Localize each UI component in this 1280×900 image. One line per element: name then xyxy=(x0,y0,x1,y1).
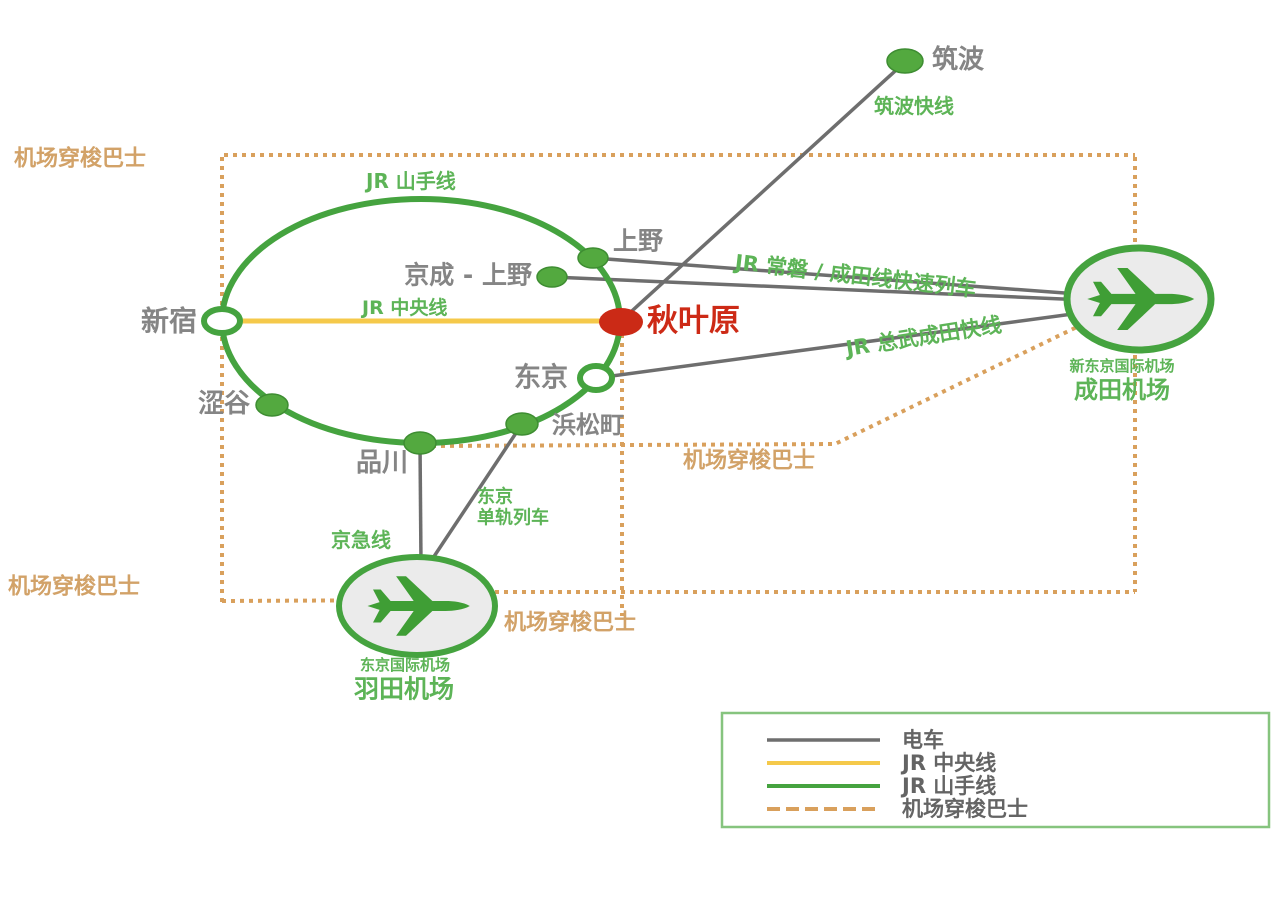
station-dot-hamamatsucho xyxy=(505,412,539,436)
narita-airport-icon xyxy=(1063,244,1215,354)
narita-airplane-icon xyxy=(1087,267,1195,331)
haneda-airport-name: 羽田机场 xyxy=(354,675,454,704)
keikyu-train-line xyxy=(418,442,423,565)
jr-joban-narita-line xyxy=(592,256,1133,300)
line-label-yamanote: JR 山手线 xyxy=(364,169,456,193)
shuttle-label-bottom-left: 机场穿梭巴士 xyxy=(8,574,140,600)
station-dot-tokyo xyxy=(577,363,615,393)
station-label-shibuya: 涩谷 xyxy=(198,389,251,419)
shuttle-label-bottom-middle: 机场穿梭巴士 xyxy=(504,610,636,636)
station-dots xyxy=(201,48,924,455)
airport-shuttle-routes xyxy=(220,153,1137,616)
jr-sobu-narita-line xyxy=(596,304,1133,380)
line-label-monorail-row1: 东京 xyxy=(477,486,513,508)
legend-label-shuttle: 机场穿梭巴士 xyxy=(902,797,1028,821)
legend: 电车 JR 中央线 JR 山手线 机场穿梭巴士 xyxy=(720,711,1271,829)
station-dot-akihabara xyxy=(599,308,643,336)
line-label-keikyu: 京急线 xyxy=(331,528,391,552)
haneda-airplane-icon xyxy=(367,576,470,636)
station-dot-ueno xyxy=(577,247,609,269)
shuttle-label-middle: 机场穿梭巴士 xyxy=(683,448,815,474)
station-label-shinjuku: 新宿 xyxy=(141,305,197,338)
narita-airport-name: 成田机场 xyxy=(1074,376,1170,404)
station-label-hamamatsucho: 浜松町 xyxy=(552,411,624,439)
legend-label-yamanote: JR 山手线 xyxy=(900,774,996,798)
station-dot-shinjuku xyxy=(201,306,243,336)
station-dot-shinagawa xyxy=(403,431,437,455)
narita-airport-subtitle: 新东京国际机场 xyxy=(1069,357,1174,375)
station-dot-keisei-ueno xyxy=(536,266,568,288)
station-label-tokyo: 东京 xyxy=(514,362,568,394)
station-label-tsukuba: 筑波 xyxy=(932,44,985,75)
station-label-shinagawa: 品川 xyxy=(356,448,408,478)
tokyo-monorail-line xyxy=(427,423,524,565)
line-label-joban-narita: JR 常磐 / 成田线快速列车 xyxy=(732,250,978,302)
tsukuba-express-line xyxy=(620,60,907,322)
station-label-keisei-ueno: 京成 - 上野 xyxy=(404,261,532,290)
line-label-sobu-narita: JR 总武成田快线 xyxy=(842,313,1003,362)
line-label-tsukuba-express: 筑波快线 xyxy=(874,94,954,118)
station-dot-shibuya xyxy=(255,393,289,417)
train-lines xyxy=(418,60,1133,565)
keisei-skyliner-line xyxy=(551,275,1133,304)
line-label-chuo: JR 中央线 xyxy=(360,296,447,319)
station-label-akihabara: 秋叶原 xyxy=(647,303,740,339)
legend-label-train: 电车 xyxy=(902,728,944,752)
station-label-ueno: 上野 xyxy=(613,227,663,256)
shuttle-route-inner xyxy=(431,309,1111,448)
shuttle-label-top-left: 机场穿梭巴士 xyxy=(14,146,146,172)
haneda-airport-subtitle: 东京国际机场 xyxy=(360,656,450,674)
haneda-airport-icon xyxy=(336,554,498,658)
station-dot-tsukuba xyxy=(886,48,924,74)
legend-label-chuo: JR 中央线 xyxy=(900,751,996,775)
line-label-monorail-row2: 单轨列车 xyxy=(477,507,549,529)
